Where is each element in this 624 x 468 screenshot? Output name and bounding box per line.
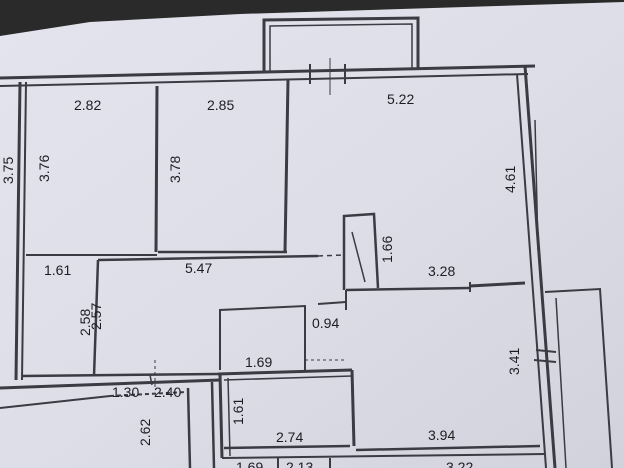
dim-3-94: 3.94 [428,427,455,443]
dim-1-30: 1.30 [112,384,139,400]
dim-4-61: 4.61 [502,166,518,193]
dim-3-78: 3.78 [167,156,183,183]
dim-1-66: 1.66 [379,236,395,263]
dim-5-47: 5.47 [185,260,212,276]
dim-2-85: 2.85 [207,97,234,113]
dim-2-40: 2.40 [154,384,181,400]
dim-2-13: 2.13 [286,459,313,468]
dim-3-76: 3.76 [36,155,52,182]
dimension-labels: 2.82 2.85 5.22 3.75 3.76 3.78 4.61 1.66 … [0,91,522,468]
dim-3-22: 3.22 [446,459,473,468]
dim-2-58: 2.58 [77,309,93,336]
dim-5-22: 5.22 [387,91,414,107]
dim-0-94: 0.94 [312,315,339,331]
dim-3-75: 3.75 [0,157,16,184]
dim-1-61-top: 1.61 [44,262,71,278]
dim-1-61-bottom: 1.61 [230,398,246,425]
dim-1-69: 1.69 [245,354,272,370]
dim-3-41: 3.41 [506,348,522,375]
dim-3-28: 3.28 [428,263,455,279]
dim-2-74: 2.74 [276,429,303,445]
walls [0,16,613,468]
dim-2-82: 2.82 [74,97,101,113]
dim-2-57: 2.57 [88,303,104,330]
dim-1-69-bottom: 1.69 [236,459,263,468]
dim-2-62: 2.62 [137,419,153,446]
